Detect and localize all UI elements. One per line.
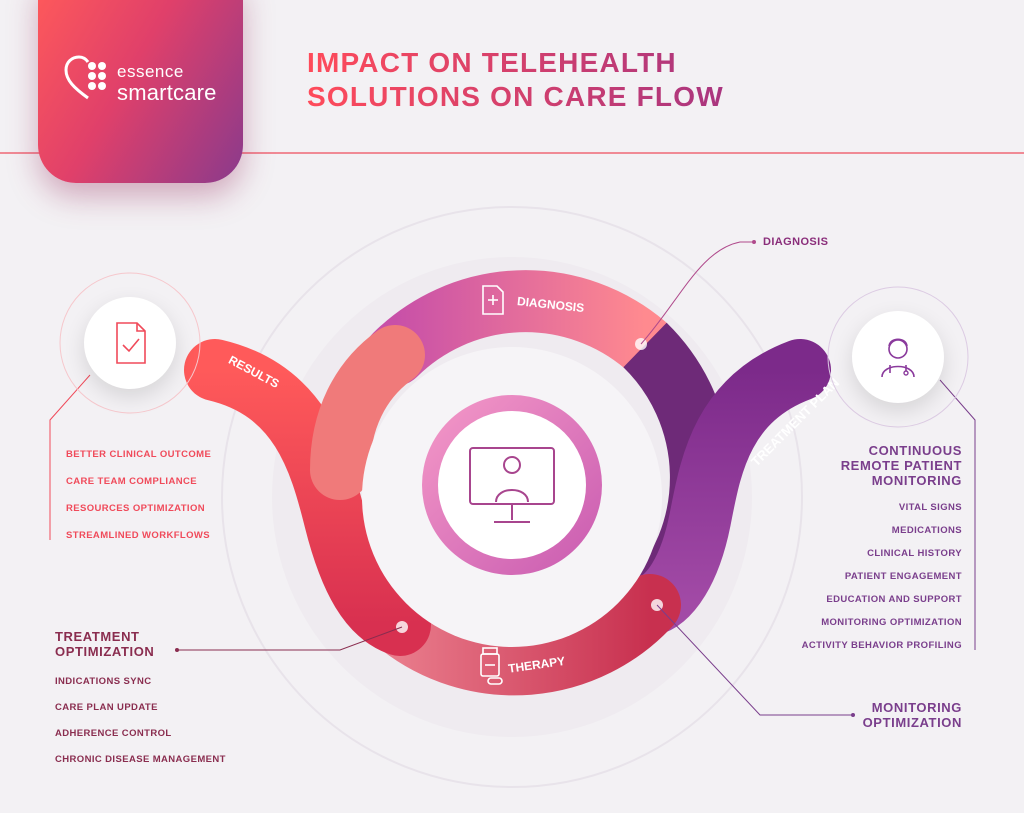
monitoring-heading: CONTINUOUS REMOTE PATIENT MONITORING <box>841 443 962 488</box>
treatment-opt-item-4: CHRONIC DISEASE MANAGEMENT <box>55 754 226 765</box>
heart-logo-icon <box>64 55 106 100</box>
treatment-opt-heading-line-2: OPTIMIZATION <box>55 644 155 659</box>
monitoring-opt-heading-line-1: MONITORING <box>871 700 962 715</box>
monitoring-connector-end <box>851 713 855 717</box>
results-item-1: BETTER CLINICAL OUTCOME <box>66 449 212 460</box>
diagnosis-arc <box>364 270 676 386</box>
results-item-2: CARE TEAM COMPLIANCE <box>66 476 197 487</box>
treatment-opt-item-2: CARE PLAN UPDATE <box>55 702 158 713</box>
monitoring-opt-heading-line-2: OPTIMIZATION <box>862 715 962 730</box>
monitoring-item-1: VITAL SIGNS <box>898 502 962 513</box>
treatment-opt-heading: TREATMENT OPTIMIZATION <box>55 629 154 659</box>
results-item-3: RESOURCES OPTIMIZATION <box>66 503 205 514</box>
treatment-opt-heading-line-1: TREATMENT <box>55 629 140 644</box>
monitoring-icon-circle <box>852 311 944 403</box>
results-connector-line <box>49 374 91 540</box>
doctor-icon <box>881 338 915 378</box>
logo-text-smartcare: smartcare <box>117 80 217 105</box>
treatment-opt-item-3: ADHERENCE CONTROL <box>55 728 172 739</box>
monitoring-item-6: MONITORING OPTIMIZATION <box>821 617 962 628</box>
results-arc <box>184 339 431 656</box>
outer-ring <box>221 206 803 788</box>
callout-diagnosis: DIAGNOSIS <box>763 236 829 248</box>
monitoring-item-5: EDUCATION AND SUPPORT <box>826 594 962 605</box>
therapy-connector-end <box>175 648 179 652</box>
document-plus-icon <box>482 285 504 315</box>
center-disc <box>438 411 586 559</box>
results-icon-circle <box>84 297 176 389</box>
monitoring-item-3: CLINICAL HISTORY <box>867 548 962 559</box>
therapy-arc <box>369 574 681 696</box>
results-icon-halo <box>59 272 201 414</box>
monitoring-heading-line-3: MONITORING <box>871 473 962 488</box>
results-connector <box>310 325 425 500</box>
diagnosis-connector-end <box>752 240 756 244</box>
monitor-doctor-icon <box>469 447 555 523</box>
logo-text-essence: essence <box>117 62 184 81</box>
monitoring-item-2: MEDICATIONS <box>891 525 962 536</box>
monitoring-heading-line-2: REMOTE PATIENT <box>840 458 962 473</box>
medicine-bottle-icon <box>480 647 503 685</box>
monitoring-item-4: PATIENT ENGAGEMENT <box>844 571 962 582</box>
monitoring-connector-line <box>939 379 976 650</box>
diagnosis-connector <box>640 241 752 345</box>
monitoring-heading-line-1: CONTINUOUS <box>868 443 962 458</box>
monitoring-opt-heading: MONITORING OPTIMIZATION <box>863 700 962 730</box>
monitoring-icon-halo <box>827 286 969 428</box>
therapy-connector <box>178 626 403 651</box>
header-divider <box>0 152 1024 154</box>
results-item-4: STREAMLINED WORKFLOWS <box>66 530 211 541</box>
monitoring-item-7: ACTIVITY BEHAVIOR PROFILING <box>801 640 962 651</box>
treatment-opt-item-1: INDICATIONS SYNC <box>55 676 152 687</box>
document-check-icon <box>116 322 146 364</box>
logo-panel <box>38 0 243 183</box>
monitoring-connector <box>656 604 852 716</box>
